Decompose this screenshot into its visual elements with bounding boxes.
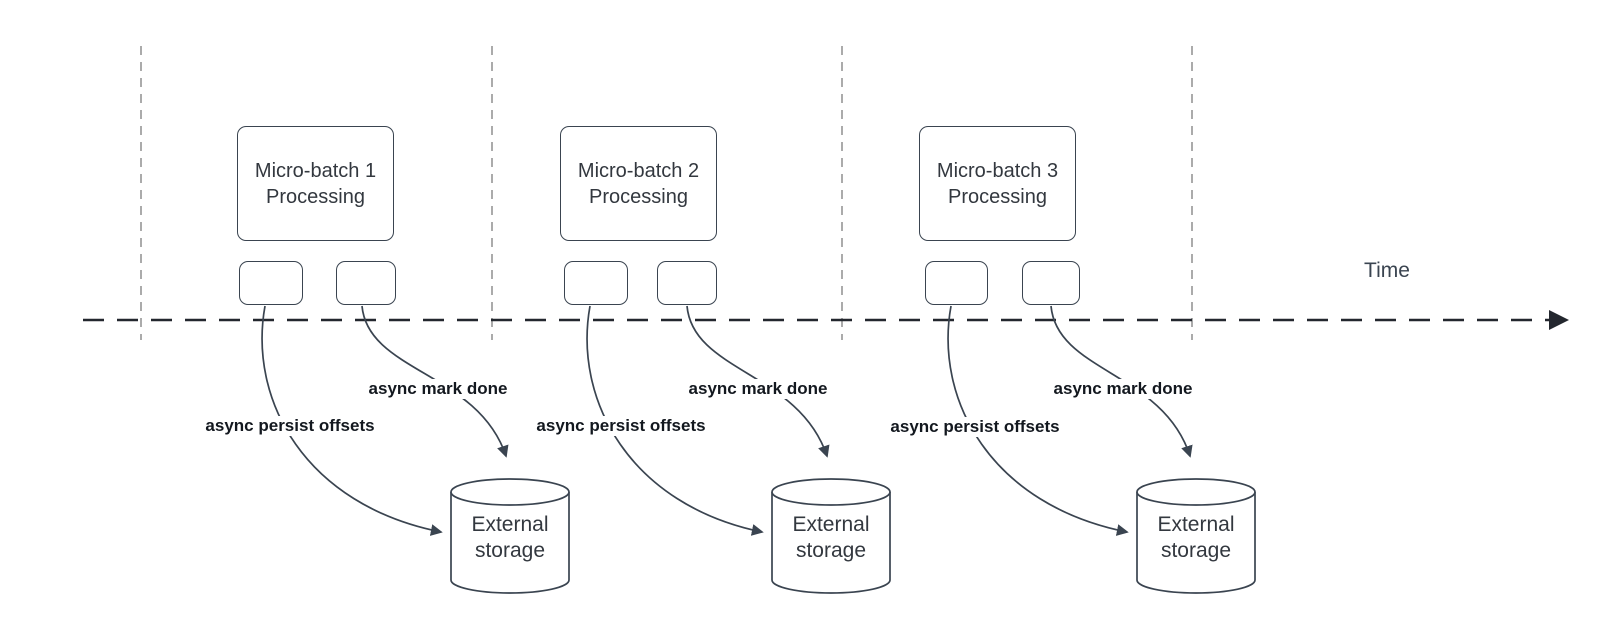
offset-task-box-1 xyxy=(239,261,303,305)
persist-offsets-arrow-1 xyxy=(261,305,443,536)
external-storage-2-line1: External xyxy=(792,513,870,536)
micro-batch-3-title-line1: Micro-batch 3 xyxy=(936,159,1059,182)
storage-cylinder-top-1 xyxy=(450,478,570,506)
storage-cylinder-top-3 xyxy=(1136,478,1256,506)
micro-batch-2-title-line2: Processing xyxy=(589,185,688,208)
micro-batch-3-title-line2: Processing xyxy=(948,185,1047,208)
micro-batch-2-processing-box: Micro-batch 2 Processing xyxy=(560,126,717,241)
mark-done-label-2: async mark done xyxy=(685,379,831,399)
offset-task-box-3 xyxy=(925,261,988,305)
mark-done-label-3: async mark done xyxy=(1050,379,1196,399)
mark-task-box-1 xyxy=(336,261,396,305)
persist-offsets-label-3: async persist offsets xyxy=(887,417,1063,437)
external-storage-label-2: External storage xyxy=(772,498,890,578)
storage-cylinder-body-1 xyxy=(450,492,570,594)
storage-cylinder-body-2 xyxy=(771,492,891,594)
time-axis-label: Time xyxy=(1364,259,1410,282)
external-storage-2-line2: storage xyxy=(795,539,867,562)
micro-batch-3-processing-box: Micro-batch 3 Processing xyxy=(919,126,1076,241)
mark-done-arrow-3 xyxy=(1050,305,1193,458)
micro-batch-2-title-line1: Micro-batch 2 xyxy=(577,159,700,182)
persist-offsets-arrow-2 xyxy=(586,305,764,536)
persist-offsets-arrow-3 xyxy=(947,305,1129,536)
external-storage-3-line1: External xyxy=(1157,513,1235,536)
mark-task-box-2 xyxy=(657,261,717,305)
mark-done-label-1: async mark done xyxy=(365,379,511,399)
persist-offsets-label-1: async persist offsets xyxy=(202,416,378,436)
mark-done-arrow-1 xyxy=(361,305,509,458)
micro-batch-1-title-line2: Processing xyxy=(266,185,365,208)
external-storage-label-3: External storage xyxy=(1137,498,1255,578)
external-storage-1-line2: storage xyxy=(474,539,546,562)
external-storage-3-line2: storage xyxy=(1160,539,1232,562)
storage-cylinder-top-2 xyxy=(771,478,891,506)
external-storage-label-1: External storage xyxy=(451,498,569,578)
mark-task-box-3 xyxy=(1022,261,1080,305)
mark-done-arrow-2 xyxy=(686,305,830,458)
persist-offsets-label-2: async persist offsets xyxy=(533,416,709,436)
external-storage-1-line1: External xyxy=(471,513,549,536)
storage-cylinder-body-3 xyxy=(1136,492,1256,594)
offset-task-box-2 xyxy=(564,261,628,305)
micro-batch-1-processing-box: Micro-batch 1 Processing xyxy=(237,126,394,241)
micro-batch-1-title-line1: Micro-batch 1 xyxy=(254,159,377,182)
